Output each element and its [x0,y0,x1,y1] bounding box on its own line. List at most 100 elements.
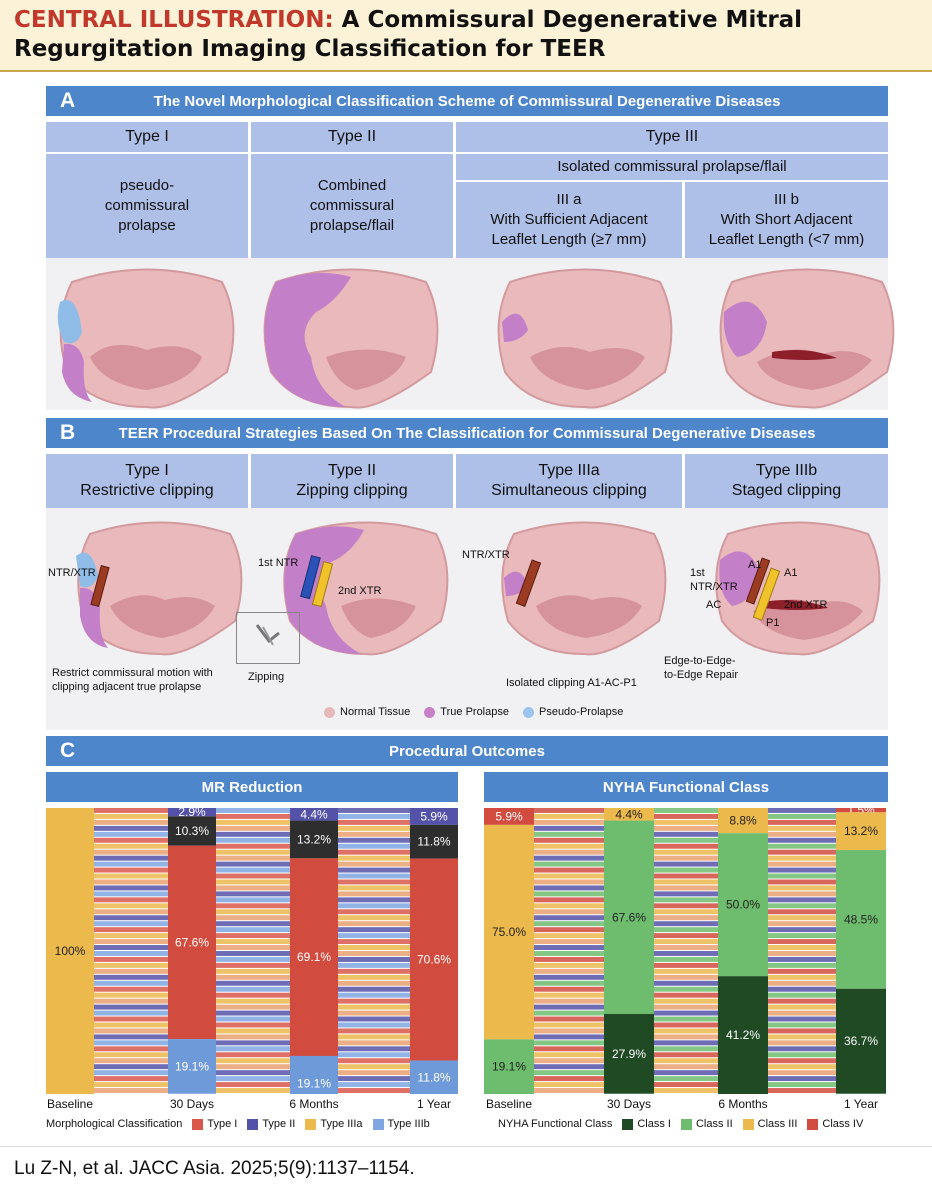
header-title-line1: CENTRAL ILLUSTRATION: A Commissural Dege… [14,6,802,35]
mr-flow-ribbon [216,956,290,962]
mr-flow-ribbon [94,1046,168,1052]
nyha-flow-ribbon [654,1004,718,1010]
mr-flow-ribbon [94,855,168,861]
mr-flow-ribbon [216,1028,290,1034]
nyha-flow-ribbon [768,903,836,909]
mr-flow-ribbon [338,831,410,837]
mr-legend-label: Type IIIa [320,1118,363,1130]
mr-flow-ribbon [216,1058,290,1064]
nyha-flow-ribbon [768,1070,836,1076]
mr-flow-ribbon [216,843,290,849]
true-prolapse-swatch [424,706,436,718]
mr-flow-ribbon [338,1070,410,1076]
mr-flow-ribbon [338,980,410,986]
nyha-flow-ribbon [768,849,836,855]
mr-flow-ribbon [338,945,410,950]
mr-flow-ribbon [216,903,290,909]
nyha-flow-ribbon [768,986,836,992]
mr-flow-ribbon [338,986,410,992]
nyha-flow-ribbon [654,831,718,837]
mr-flow-ribbon [94,849,168,855]
type3b-line3: Leaflet Length (<7 mm) [708,231,865,248]
type2-header: Type II [251,122,453,152]
mr-flow-ribbon [216,927,290,933]
nyha-flow-ribbon [768,998,836,1004]
type1-desc: pseudo-commissural prolapse [46,154,248,258]
mr-flow-ribbon [338,921,410,927]
mr-flow-ribbon [216,831,290,837]
nyha-flow-ribbon [534,1016,604,1022]
mr-flow-ribbon [338,1010,410,1016]
nyha-flow-ribbon [654,998,718,1004]
nyha-flow-ribbon [654,1046,718,1052]
nyha-flow-ribbon [534,813,604,819]
nyha-legend-label: Class I [637,1118,671,1130]
nyha-bar-class-iv [836,808,886,813]
mr-flow-ribbon [94,1070,168,1076]
citation: Lu Z-N, et al. JACC Asia. 2025;5(9):1137… [14,1158,415,1179]
second-xtr-label: 2nd XTR [338,585,382,597]
mr-bar-type-ii [410,824,458,859]
mr-flow-ribbon [338,909,410,915]
nyha-flow-ribbon [768,873,836,879]
nyha-bar-class-ii [718,833,768,977]
mr-flow-ribbon [94,986,168,992]
nyha-data-label: 8.8% [729,814,757,828]
mr-flow-ribbon [216,808,290,813]
mr-flow-ribbon [338,933,410,939]
mr-flow-ribbon [94,1076,168,1082]
nyha-legend-label: Class II [695,1118,733,1130]
nyha-data-label: 13.2% [844,824,878,838]
valve-type1-illustration [57,268,235,409]
nyha-flow-ribbon [768,1076,836,1082]
pseudo-prolapse-label: Pseudo-Prolapse [538,706,624,718]
nyha-flow-ribbon [534,903,604,909]
nyha-flow-ribbon [654,1076,718,1082]
type3b-name: III b [773,191,799,208]
nyha-flow-ribbon [654,962,718,968]
mr-flow-ribbon [338,897,410,903]
nyha-flow-ribbon [654,1034,718,1040]
nyha-flow-ribbon [768,956,836,962]
mr-flow-ribbon [94,1010,168,1016]
true-prolapse-label: True Prolapse [440,706,509,718]
mr-legend-swatch [247,1118,259,1130]
nyha-flow-ribbon [654,1022,718,1028]
valve-strategy4-illustration [715,521,881,656]
panel-b-bar: B TEER Procedural Strategies Based On Th… [46,418,888,448]
nyha-data-label: 48.5% [844,912,878,926]
nyha-data-label: 5.9% [495,809,523,823]
nyha-flow-ribbon [768,1028,836,1034]
nyha-data-label: 67.6% [612,910,646,924]
nyha-flow-ribbon [534,1040,604,1046]
nyha-legend-swatch [680,1118,692,1130]
nyha-flow-ribbon [768,1058,836,1064]
mr-flow-ribbon [338,1064,410,1070]
nyha-flow-ribbon [654,885,718,891]
panel-b-title: TEER Procedural Strategies Based On The … [118,424,816,442]
mr-flow-ribbon [338,939,410,945]
nyha-flow-ribbon [768,808,836,813]
nyha-flow-ribbon [654,861,718,867]
nyha-flow-ribbon [768,980,836,986]
valve-type3a-illustration [497,268,673,409]
mr-flow-ribbon [94,813,168,819]
nyha-flow-ribbon [654,956,718,962]
type3b-line2: With Short Adjacent [720,211,853,228]
nyha-flow-ribbon [534,879,604,885]
nyha-bar-class-iv [484,808,534,825]
mr-flow-ribbon [338,1034,410,1040]
nyha-bar-class-iii [836,812,886,851]
nyha-flow-ribbon [768,825,836,831]
mr-data-label: 100% [55,944,86,958]
mr-flow-ribbon [94,808,168,813]
mr-flow-ribbon [94,921,168,927]
mr-flow-ribbon [216,986,290,992]
nyha-flow-ribbon [534,980,604,986]
nyha-flow-ribbon [654,1052,718,1058]
nyha-x-tick-label: Baseline [485,1097,533,1111]
mr-flow-ribbon [94,1004,168,1010]
mr-flow-ribbon [216,813,290,819]
nyha-flow-ribbon [534,855,604,861]
mr-data-label: 19.1% [297,1076,331,1090]
